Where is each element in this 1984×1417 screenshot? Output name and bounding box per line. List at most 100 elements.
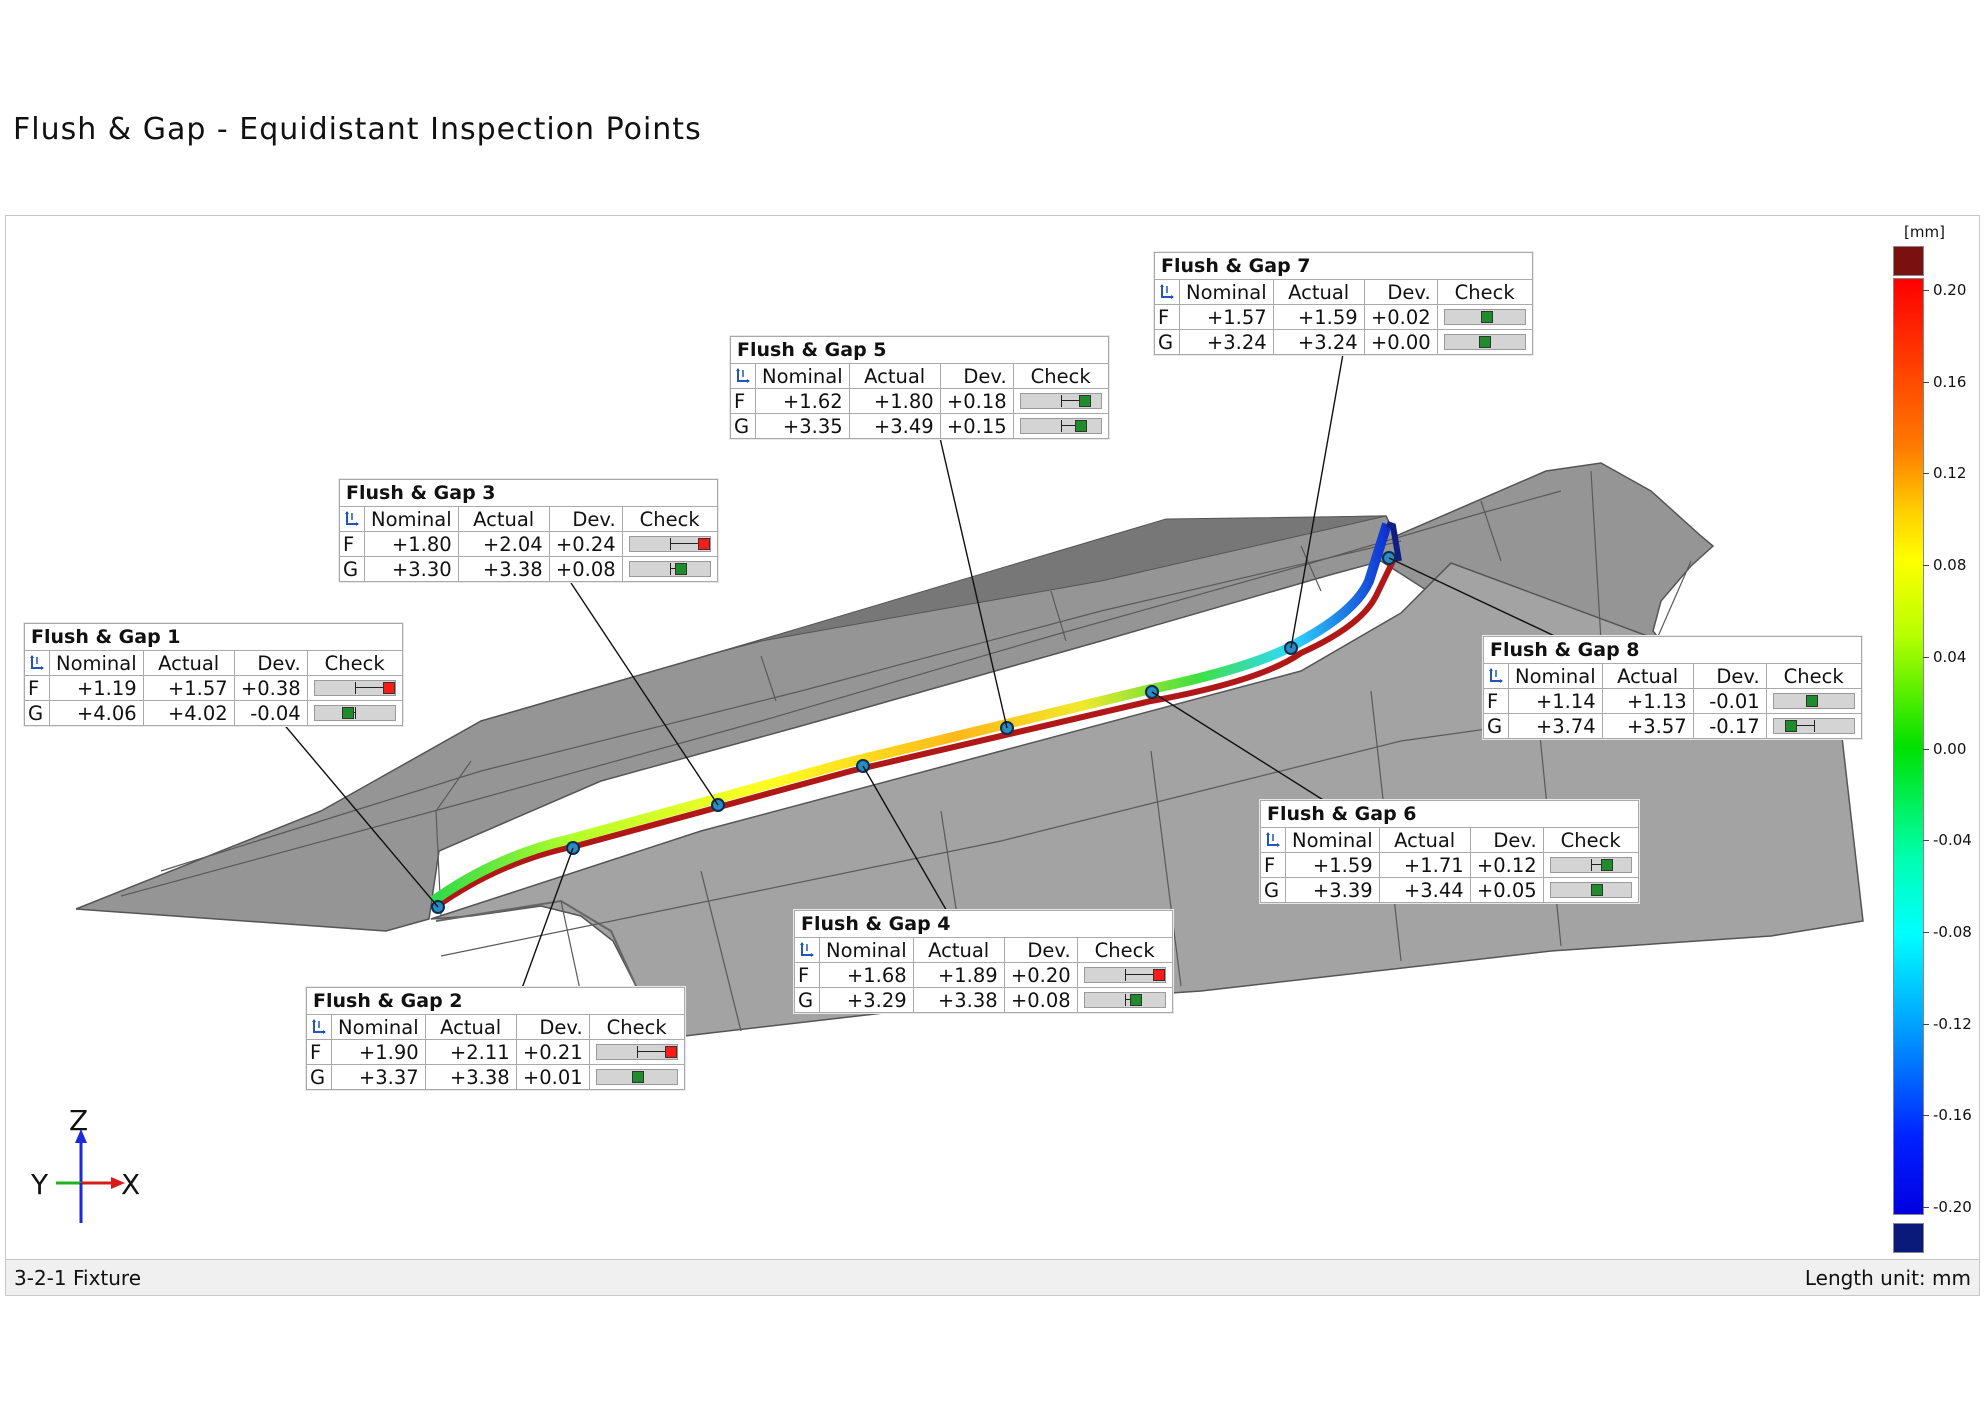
- tolerance-line: [354, 687, 389, 688]
- cell-check: [589, 1065, 684, 1090]
- nominal-tick: [1590, 884, 1592, 896]
- cell-check: [1077, 988, 1172, 1013]
- nominal-tick: [669, 563, 671, 575]
- flush-gap-label-title: Flush & Gap 1: [25, 624, 402, 651]
- column-header-dev: Dev.: [1004, 938, 1078, 963]
- in-tolerance-marker: [1481, 311, 1494, 323]
- cell-check: [622, 531, 717, 557]
- nominal-tick: [1590, 859, 1592, 871]
- tolerance-check-bar: [1019, 393, 1102, 409]
- legend-tick: [1923, 1023, 1929, 1025]
- tolerance-line: [669, 543, 704, 544]
- table-row: F+1.14+1.13-0.01: [1484, 688, 1861, 714]
- out-of-tolerance-marker: [664, 1046, 677, 1058]
- cell-type: G: [1155, 329, 1180, 354]
- flush-gap-label-title: Flush & Gap 8: [1484, 637, 1861, 664]
- table-row: F+1.68+1.89+0.20: [795, 962, 1172, 988]
- column-header-actual: Actual: [849, 364, 941, 389]
- cell-nominal: +1.57: [1179, 304, 1274, 330]
- table-row: G+3.35+3.49+0.15: [731, 413, 1108, 439]
- cell-nominal: +1.19: [49, 675, 144, 701]
- column-header-actual: Actual: [1602, 664, 1694, 689]
- cell-actual: +2.11: [425, 1039, 517, 1065]
- cell-nominal: +1.59: [1285, 852, 1380, 878]
- table-row: F+1.57+1.59+0.02: [1155, 304, 1532, 330]
- axis-z-label: Z: [69, 1104, 89, 1137]
- tolerance-check-bar: [1772, 693, 1855, 709]
- cell-actual: +2.04: [458, 531, 550, 557]
- cell-dev: +0.21: [516, 1039, 590, 1065]
- legend-tick-label: 0.16: [1933, 372, 1967, 391]
- upper-panel: [75, 462, 1715, 932]
- coordinate-system-icon: [307, 1015, 332, 1040]
- cell-check: [1077, 962, 1172, 988]
- tolerance-check-bar: [595, 1044, 678, 1060]
- cell-type: G: [1261, 877, 1286, 902]
- legend-tick-label: 0.00: [1933, 739, 1967, 758]
- cell-check: [1013, 414, 1108, 439]
- column-header-nominal: Nominal: [1285, 828, 1380, 853]
- cell-actual: +1.80: [849, 388, 941, 414]
- tolerance-line: [1060, 425, 1082, 426]
- cell-check: [1013, 388, 1108, 414]
- cell-actual: +3.38: [425, 1064, 517, 1089]
- cell-dev: -0.17: [1693, 713, 1767, 738]
- tolerance-check-bar: [1443, 309, 1526, 325]
- cell-dev: +0.08: [549, 556, 623, 581]
- cell-dev: +0.24: [549, 531, 623, 557]
- cell-actual: +3.57: [1602, 713, 1694, 738]
- table-row: F+1.90+2.11+0.21: [307, 1039, 684, 1065]
- column-header-dev: Dev.: [549, 507, 623, 532]
- coordinate-system-icon: [1155, 280, 1180, 305]
- cell-type: G: [731, 413, 756, 438]
- axis-y-label: Y: [31, 1168, 49, 1201]
- status-bar: 3-2-1 Fixture Length unit: mm: [5, 1259, 1980, 1296]
- cell-check: [307, 701, 402, 726]
- cell-actual: +1.89: [913, 962, 1005, 988]
- cell-type: F: [795, 962, 820, 988]
- legend-tick: [1923, 473, 1929, 475]
- cell-nominal: +3.24: [1179, 329, 1274, 354]
- cell-nominal: +4.06: [49, 700, 144, 725]
- legend-over-color: [1893, 246, 1924, 276]
- cell-check: [589, 1039, 684, 1065]
- nominal-tick: [1124, 994, 1126, 1006]
- tolerance-check-bar: [628, 561, 711, 577]
- tolerance-check-bar: [628, 536, 711, 552]
- cell-nominal: +1.80: [364, 531, 459, 557]
- cell-actual: +4.02: [143, 700, 235, 725]
- cell-actual: +3.24: [1273, 329, 1365, 354]
- out-of-tolerance-marker: [697, 538, 710, 550]
- cell-dev: +0.15: [940, 413, 1014, 438]
- column-header-nominal: Nominal: [364, 507, 459, 532]
- cell-dev: +0.01: [516, 1064, 590, 1089]
- column-header-check: Check: [622, 507, 717, 532]
- cell-dev: +0.02: [1364, 304, 1438, 330]
- cell-nominal: +3.74: [1508, 713, 1603, 738]
- cell-dev: +0.00: [1364, 329, 1438, 354]
- column-header-dev: Dev.: [234, 651, 308, 676]
- cell-dev: +0.12: [1470, 852, 1544, 878]
- out-of-tolerance-marker: [1152, 969, 1165, 981]
- cell-check: [307, 675, 402, 701]
- flush-gap-label-title: Flush & Gap 3: [340, 480, 717, 507]
- legend-tick: [1923, 840, 1929, 842]
- coordinate-system-icon: [1261, 828, 1286, 853]
- coordinate-system-icon: [25, 651, 50, 676]
- tolerance-check-bar: [1443, 334, 1526, 350]
- tolerance-check-bar: [313, 705, 396, 721]
- tolerance-line: [1790, 725, 1814, 726]
- cell-dev: +0.38: [234, 675, 308, 701]
- cell-dev: +0.08: [1004, 987, 1078, 1012]
